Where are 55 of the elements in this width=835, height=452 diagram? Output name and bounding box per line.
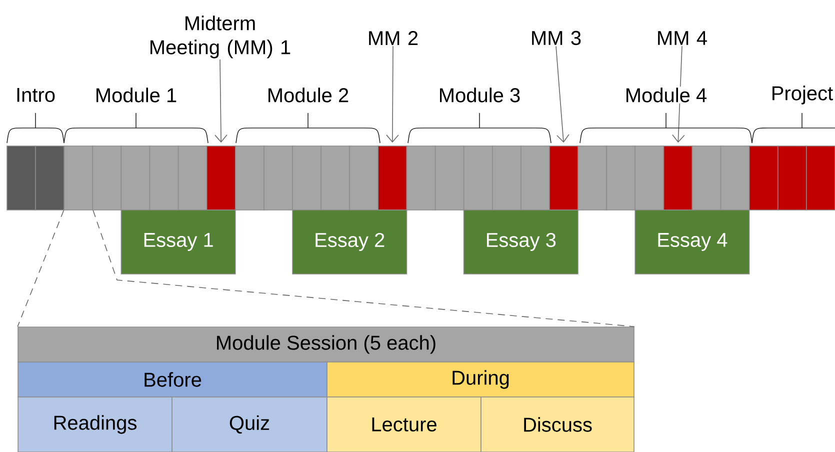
table-cell: Quiz — [172, 396, 328, 452]
timeline-cell — [748, 146, 778, 210]
timeline-cell — [606, 146, 636, 210]
milestone-label: MM 4 — [658, 31, 707, 45]
timeline-cell — [520, 146, 550, 210]
table-cell: During — [326, 362, 634, 398]
timeline-cell — [264, 146, 293, 210]
timeline-cell — [463, 146, 493, 210]
table-cell: Readings — [18, 396, 172, 452]
timeline-cell — [206, 146, 236, 210]
zoom-line — [17, 210, 64, 327]
timeline-cell — [578, 146, 607, 210]
section-label: Module 3 — [437, 86, 522, 104]
timeline-cell — [92, 146, 122, 210]
timeline-cell — [349, 146, 379, 210]
timeline-cell — [292, 146, 322, 210]
essay-box: Essay 1 — [120, 210, 236, 274]
timeline-cell — [6, 146, 36, 210]
section-label: Project — [770, 84, 834, 106]
essay-box: Essay 4 — [634, 210, 750, 274]
timeline-cell — [663, 146, 693, 210]
table-cell: Module Session (5 each) — [18, 326, 634, 362]
section-label: Module 1 — [94, 86, 178, 104]
timeline-cell — [634, 146, 664, 210]
timeline-cell — [320, 146, 350, 210]
timeline-cell — [778, 146, 807, 210]
timeline-cell — [120, 146, 150, 210]
timeline-cell — [64, 146, 94, 210]
section-label: Module 4 — [624, 86, 708, 104]
table-cell: Lecture — [326, 396, 482, 452]
milestone-label: MM 2 — [369, 31, 418, 45]
timeline-cell — [35, 146, 65, 210]
timeline-cell — [406, 146, 436, 210]
timeline-cell — [378, 146, 408, 210]
table-cell: Before — [18, 362, 328, 398]
arrow — [386, 46, 399, 143]
section-label: Module 2 — [266, 86, 350, 104]
timeline-cell — [720, 146, 750, 210]
timeline-cell — [549, 146, 578, 210]
arrow — [556, 46, 570, 143]
table-cell: Discuss — [480, 396, 634, 452]
milestone-label: Midterm Meeting (MM) 1 — [150, 16, 290, 58]
essay-box: Essay 2 — [292, 210, 408, 274]
timeline-cell — [178, 146, 208, 210]
timeline-cell — [692, 146, 722, 210]
timeline-cell — [806, 146, 835, 210]
essay-box: Essay 3 — [463, 210, 578, 274]
timeline-cell — [149, 146, 179, 210]
arrow — [214, 59, 228, 143]
timeline-cell — [434, 146, 464, 210]
zoom-line — [92, 210, 635, 327]
section-label: Intro — [14, 87, 57, 103]
milestone-label: MM 3 — [532, 30, 581, 46]
timeline-cell — [492, 146, 522, 210]
timeline-cell — [235, 146, 264, 210]
